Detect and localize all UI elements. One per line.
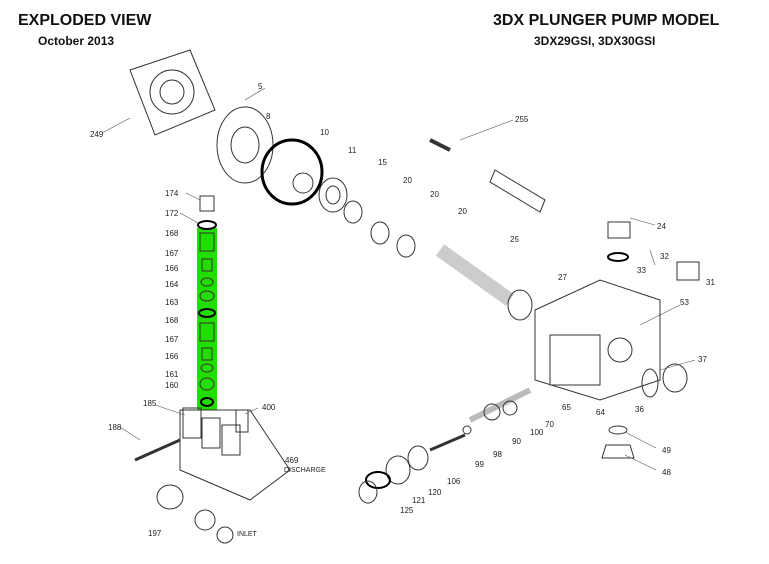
part-label: 400 <box>262 403 276 412</box>
model-numbers: 3DX29GSI, 3DX30GSI <box>534 34 656 48</box>
part-label: 172 <box>165 209 179 218</box>
part-label: 27 <box>558 273 567 282</box>
bearing-15 <box>318 177 348 213</box>
highlight-bar <box>197 228 217 414</box>
part-label: 197 <box>148 529 162 538</box>
oil-plug <box>676 261 700 281</box>
part-label: 53 <box>680 298 689 307</box>
bearing-cover <box>216 106 274 184</box>
seal-11 <box>292 172 314 194</box>
part-label: 20 <box>403 176 412 185</box>
part-label: 10 <box>320 128 329 137</box>
date: October 2013 <box>38 34 115 48</box>
part-label: 98 <box>493 450 502 459</box>
part-label: 20 <box>458 207 467 216</box>
bolt-188 <box>134 438 181 462</box>
page-title: EXPLODED VIEW <box>18 12 152 29</box>
part-label: 99 <box>475 460 484 469</box>
part-label: 100 <box>530 428 544 437</box>
part-label: 70 <box>545 420 554 429</box>
o-ring-10 <box>260 138 324 206</box>
part-label: 163 <box>165 298 179 307</box>
valve-stack <box>197 195 217 407</box>
part-label: 36 <box>635 405 644 414</box>
oil-cap <box>607 221 631 239</box>
part-label: 167 <box>165 249 179 258</box>
sight-glass <box>489 169 546 213</box>
inlet-label: INLET <box>237 531 257 538</box>
part-label: 168 <box>165 229 179 238</box>
part-label: 25 <box>510 235 519 244</box>
part-label: 167 <box>165 335 179 344</box>
part-label: 121 <box>412 496 426 505</box>
part-label: 8 <box>266 112 271 121</box>
part-label: 185 <box>143 399 157 408</box>
cover-plate <box>129 49 216 136</box>
part-label: 120 <box>428 488 442 497</box>
dipstick <box>429 138 451 152</box>
part-label: 33 <box>637 266 646 275</box>
part-label: 166 <box>165 264 179 273</box>
part-label: 11 <box>348 146 357 155</box>
part-label: 64 <box>596 408 605 417</box>
part-label: 166 <box>165 352 179 361</box>
part-label: 49 <box>662 446 671 455</box>
retainer-20a <box>343 200 363 224</box>
part-label: 188 <box>108 423 122 432</box>
part-label: 65 <box>562 403 571 412</box>
plug-37 <box>662 363 688 393</box>
part-label: 5 <box>258 82 263 91</box>
part-label: 32 <box>660 252 669 261</box>
part-label: 15 <box>378 158 387 167</box>
part-label: 20 <box>430 190 439 199</box>
discharge-label: DISCHARGE <box>284 467 326 474</box>
model-title: 3DX PLUNGER PUMP MODEL <box>493 12 720 29</box>
part-label: 106 <box>447 477 461 486</box>
part-label: 160 <box>165 381 179 390</box>
part-label: 31 <box>706 278 715 287</box>
part-label: 469 <box>285 456 299 465</box>
part-label: 174 <box>165 189 179 198</box>
part-label: 90 <box>512 437 521 446</box>
part-label: 249 <box>90 130 104 139</box>
part-label: 161 <box>165 370 179 379</box>
part-label: 168 <box>165 316 179 325</box>
manifold <box>179 407 291 501</box>
retainer-20c <box>396 234 416 258</box>
crankcase <box>534 279 661 401</box>
part-label: 37 <box>698 355 707 364</box>
crankshaft <box>435 244 515 306</box>
part-label: 48 <box>662 468 671 477</box>
bearing-27 <box>507 289 533 321</box>
drain-plug-48 <box>601 444 635 459</box>
part-label: 164 <box>165 280 179 289</box>
part-label: 255 <box>515 115 529 124</box>
retainer-20b <box>370 221 390 245</box>
part-label: 125 <box>400 506 414 515</box>
part-label: 24 <box>657 222 666 231</box>
